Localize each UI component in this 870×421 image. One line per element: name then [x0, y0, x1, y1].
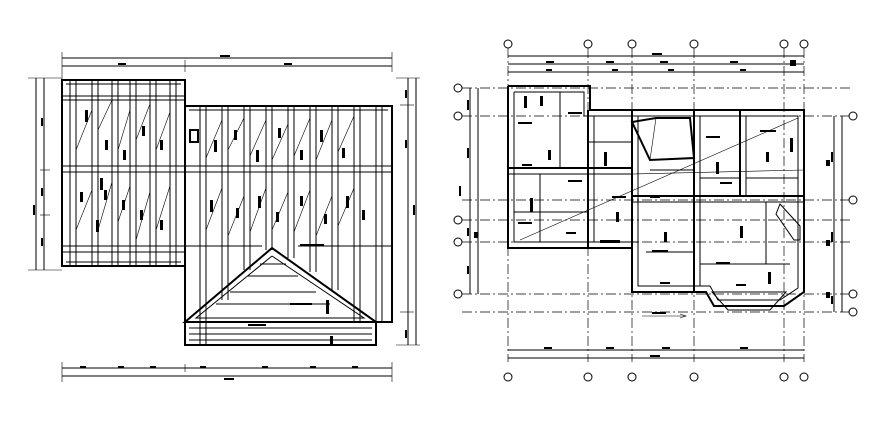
grid-bubble-top-6 [799, 39, 809, 49]
grid-bubble-bottom-3 [627, 372, 637, 382]
grid-bubble-right-3 [848, 289, 858, 299]
grid-bubble-bottom-2 [583, 372, 593, 382]
joists-left-wing [62, 80, 185, 266]
grid-bubble-left-3 [453, 215, 463, 225]
floor-framing-plan [453, 39, 858, 382]
floor-annotations [474, 96, 830, 314]
grid-bubble-bottom-6 [799, 372, 809, 382]
grid-bubble-left-5 [453, 289, 463, 299]
braces-left-wing [75, 99, 171, 241]
bottom-dimension-line [61, 362, 393, 382]
grid-bubble-top-1 [503, 39, 513, 49]
grid-bubble-top-3 [627, 39, 637, 49]
grid-bubble-right-1 [848, 111, 858, 121]
grid-bubble-top-4 [689, 39, 699, 49]
grid-bubble-top-2 [583, 39, 593, 49]
grid-bubble-bottom-5 [779, 372, 789, 382]
floor-dimension-chains [459, 53, 843, 359]
grid-bubble-left-1 [453, 83, 463, 93]
grid-bubble-left-4 [453, 237, 463, 247]
grid-bubble-top-5 [779, 39, 789, 49]
grid-bubble-right-4 [848, 307, 858, 317]
top-dimension-line [61, 52, 393, 80]
hip-roof-triangle [182, 246, 380, 346]
grid-bubble-left-2 [453, 111, 463, 121]
roof-framing-plan [28, 52, 420, 382]
braces-right-wing [189, 115, 365, 246]
floor-beams [507, 85, 805, 307]
right-dimension-line [396, 77, 420, 346]
grid-bubble-bottom-4 [689, 372, 699, 382]
grid-axes-top [503, 39, 809, 382]
grid-bubble-right-2 [848, 195, 858, 205]
left-dimension-line [28, 77, 62, 271]
grid-bubble-bottom-1 [503, 372, 513, 382]
stair-and-diagonal [519, 117, 805, 319]
